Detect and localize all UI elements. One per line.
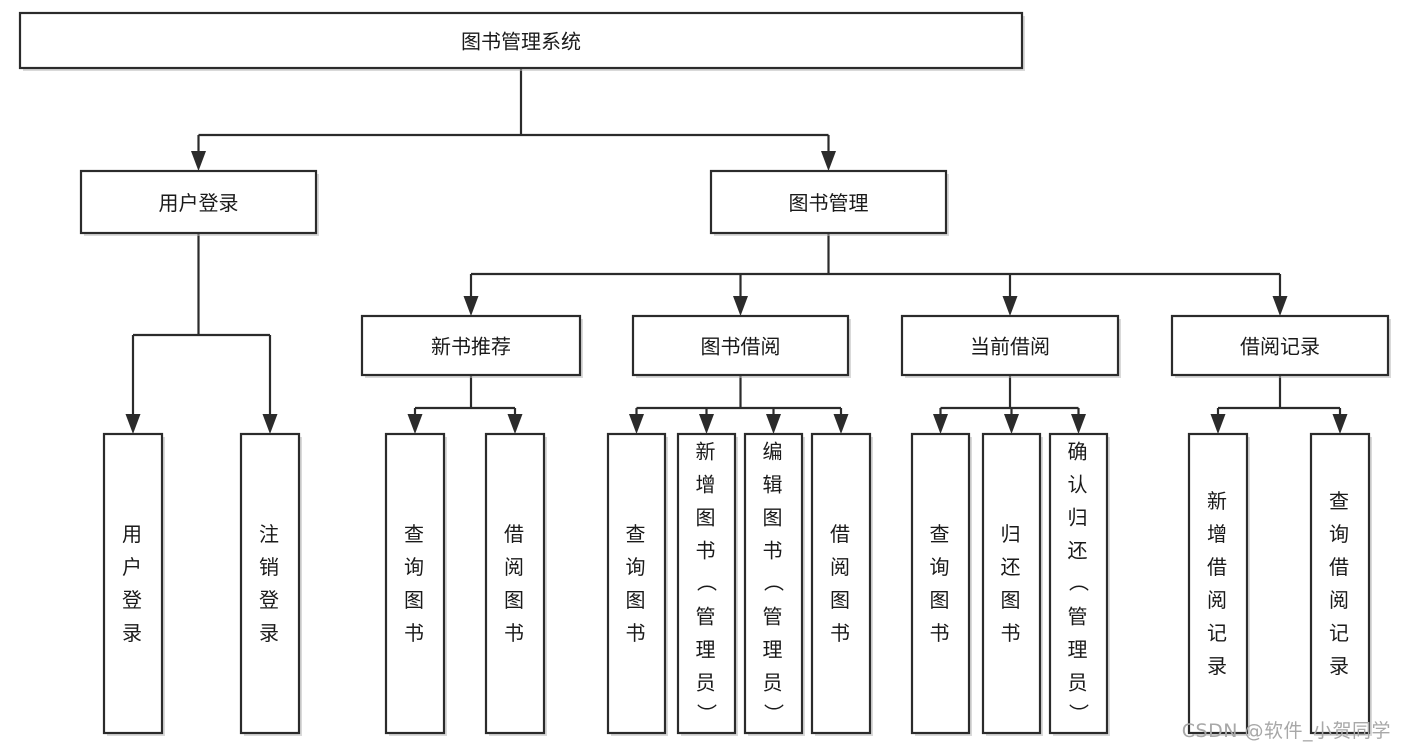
node-leaf[interactable]: 新增图书（管理员） <box>676 432 738 736</box>
node-level3[interactable]: 图书借阅 <box>631 314 851 378</box>
node-layer: 图书管理系统用户登录图书管理新书推荐图书借阅当前借阅借阅记录用户登录注销登录查询… <box>18 11 1391 736</box>
node-label: 借阅记录 <box>1240 335 1320 359</box>
arrow-head <box>191 151 206 171</box>
node-label: 用户登录 <box>159 191 239 215</box>
node-label: 查询图书 <box>404 522 426 645</box>
node-rect <box>631 314 850 377</box>
node-rect <box>981 432 1042 735</box>
node-label: 借阅图书 <box>504 522 526 645</box>
arrow-head <box>1071 414 1086 434</box>
node-leaf[interactable]: 编辑图书（管理员） <box>743 432 805 736</box>
node-rect <box>239 432 301 735</box>
node-rect <box>743 432 804 735</box>
connector-layer <box>125 68 1348 434</box>
arrow-head <box>629 414 644 434</box>
node-label: 注销登录 <box>259 522 281 645</box>
node-label: 查询图书 <box>930 522 952 645</box>
node-leaf[interactable]: 查询图书 <box>910 432 972 736</box>
node-label: 查询借阅记录 <box>1329 489 1351 678</box>
node-leaf[interactable]: 确认归还（管理员） <box>1048 432 1110 736</box>
node-root[interactable]: 图书管理系统 <box>18 11 1025 71</box>
node-leaf[interactable]: 借阅图书 <box>484 432 547 736</box>
node-rect <box>900 314 1120 377</box>
node-rect <box>1048 432 1109 735</box>
arrow-head <box>766 414 781 434</box>
node-rect <box>910 432 971 735</box>
node-label: 新书推荐 <box>431 335 511 359</box>
node-rect <box>79 169 318 235</box>
node-leaf[interactable]: 查询图书 <box>606 432 668 736</box>
node-label: 图书管理系统 <box>461 30 581 54</box>
node-label: 归还图书 <box>1001 522 1023 645</box>
node-label: 编辑图书（管理员） <box>763 440 785 728</box>
node-label: 确认归还（管理员） <box>1068 440 1090 728</box>
node-label: 新增借阅记录 <box>1207 489 1229 678</box>
node-rect <box>810 432 872 735</box>
node-label: 图书借阅 <box>701 335 781 359</box>
node-leaf[interactable]: 新增借阅记录 <box>1187 432 1250 736</box>
node-rect <box>1309 432 1371 735</box>
node-rect <box>360 314 582 377</box>
node-leaf[interactable]: 用户登录 <box>102 432 165 736</box>
node-leaf[interactable]: 查询图书 <box>384 432 447 736</box>
node-label: 新增图书（管理员） <box>696 440 718 728</box>
node-rect <box>384 432 446 735</box>
node-leaf[interactable]: 注销登录 <box>239 432 302 736</box>
arrow-head <box>407 414 423 434</box>
arrow-head <box>1004 414 1019 434</box>
node-rect <box>1187 432 1249 735</box>
arrow-head <box>699 414 714 434</box>
node-label: 当前借阅 <box>970 335 1050 359</box>
node-leaf[interactable]: 借阅图书 <box>810 432 873 736</box>
arrow-head <box>1002 296 1018 316</box>
node-rect <box>1170 314 1390 377</box>
node-label: 查询图书 <box>626 522 648 645</box>
node-label: 借阅图书 <box>830 522 852 645</box>
node-label: 图书管理 <box>789 191 869 215</box>
arrow-head <box>507 414 523 434</box>
node-rect <box>606 432 667 735</box>
arrow-head <box>933 414 948 434</box>
node-rect <box>709 169 948 235</box>
node-level3[interactable]: 借阅记录 <box>1170 314 1391 378</box>
arrow-head <box>1332 414 1348 434</box>
node-rect <box>676 432 737 735</box>
node-level2[interactable]: 图书管理 <box>709 169 949 236</box>
node-rect <box>102 432 164 735</box>
arrow-head <box>262 414 278 434</box>
arrow-head <box>125 414 141 434</box>
node-label: 用户登录 <box>122 522 144 645</box>
arrow-head <box>833 414 849 434</box>
arrow-head <box>733 296 748 316</box>
arrow-head <box>1272 296 1288 316</box>
node-rect <box>484 432 546 735</box>
arrow-head <box>1210 414 1226 434</box>
arrow-head <box>821 151 836 171</box>
node-level3[interactable]: 当前借阅 <box>900 314 1121 378</box>
node-leaf[interactable]: 归还图书 <box>981 432 1043 736</box>
node-leaf[interactable]: 查询借阅记录 <box>1309 432 1372 736</box>
node-level3[interactable]: 新书推荐 <box>360 314 583 378</box>
arrow-head <box>463 296 479 316</box>
node-level2[interactable]: 用户登录 <box>79 169 319 236</box>
node-rect <box>18 11 1024 70</box>
